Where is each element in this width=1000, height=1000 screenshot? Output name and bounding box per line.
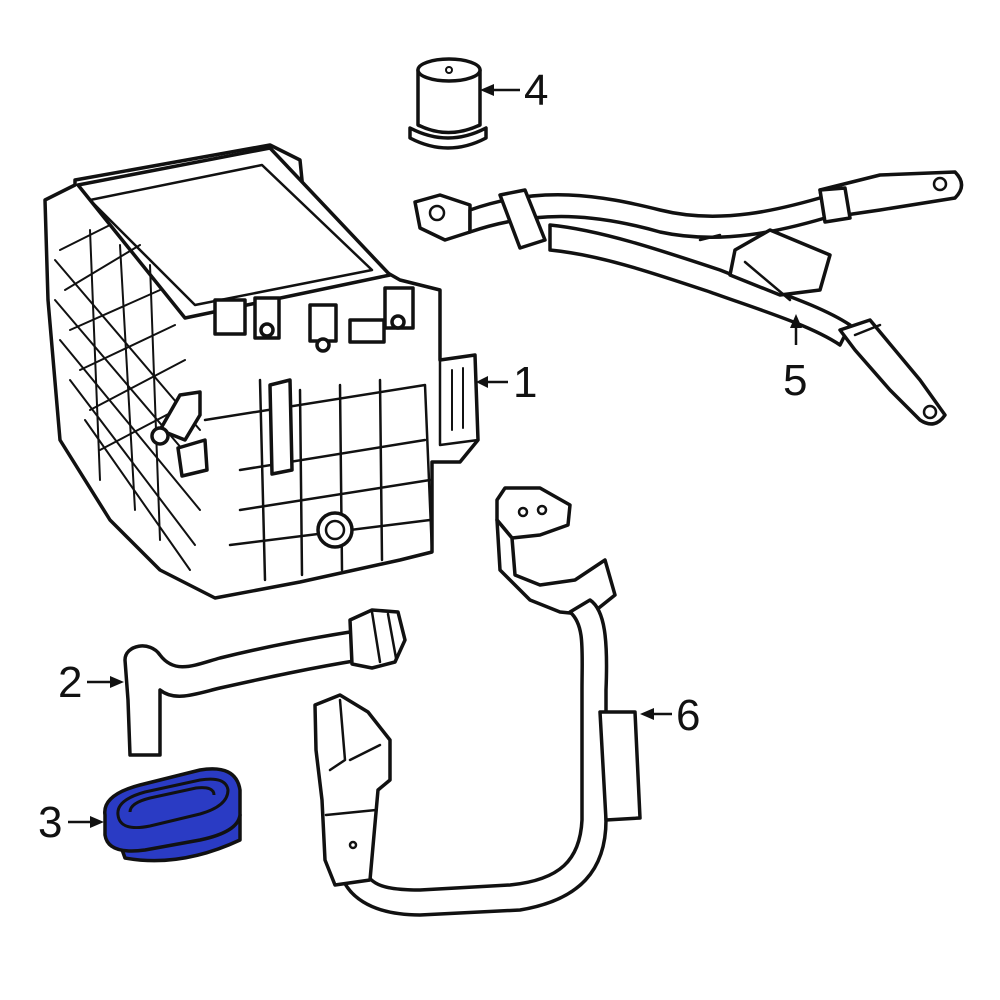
- part-3-grommet[interactable]: [103, 767, 242, 863]
- callout-label-2: 2: [58, 658, 82, 707]
- part-6-cable[interactable]: [313, 486, 642, 917]
- callout-5: 5: [783, 356, 807, 405]
- callout-6: 6: [640, 691, 700, 740]
- callout-label-6: 6: [676, 691, 700, 740]
- part-1-battery-box[interactable]: [43, 143, 480, 600]
- callout-1: 1: [476, 358, 537, 407]
- callout-label-1: 1: [513, 358, 537, 407]
- callout-label-3: 3: [38, 798, 62, 847]
- callout-label-4: 4: [524, 66, 548, 115]
- part-5-cable-harness[interactable]: [413, 170, 964, 426]
- callout-label-5: 5: [783, 356, 807, 405]
- callout-2: 2: [58, 658, 124, 707]
- part-4-cap[interactable]: [408, 57, 488, 150]
- part-2-hose[interactable]: [123, 608, 407, 757]
- callout-3: 3: [38, 798, 104, 847]
- callout-4: 4: [480, 66, 548, 115]
